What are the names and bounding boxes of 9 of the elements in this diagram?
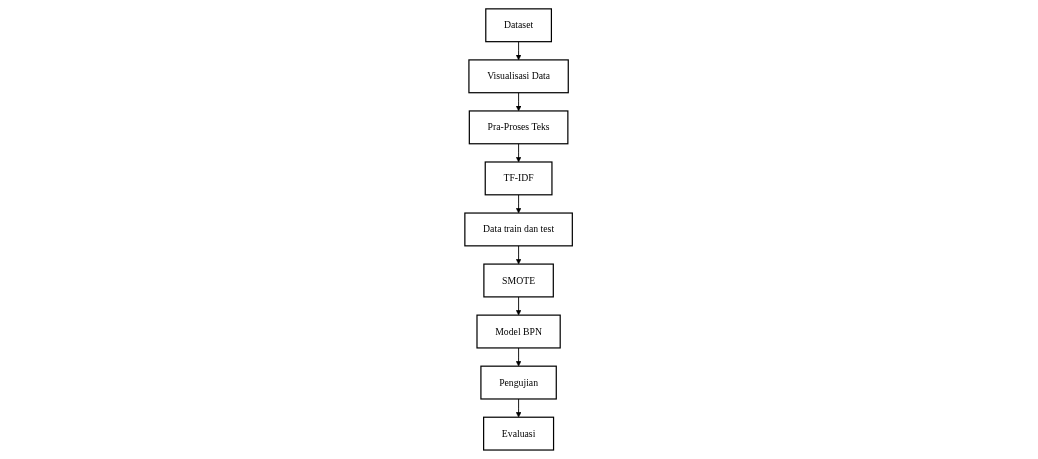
node-box: Visualisasi Data	[468, 59, 570, 94]
node-box: Dataset	[485, 8, 553, 43]
node-box: Pra-Proses Teks	[469, 110, 569, 145]
node-box: Model BPN	[476, 314, 562, 349]
node-box: Data train dan test	[464, 212, 574, 247]
node-box: TF-IDF	[485, 161, 553, 196]
node-box: SMOTE	[483, 263, 555, 298]
node-box: Evaluasi	[483, 416, 555, 451]
node-box: Pengujian	[480, 365, 558, 400]
